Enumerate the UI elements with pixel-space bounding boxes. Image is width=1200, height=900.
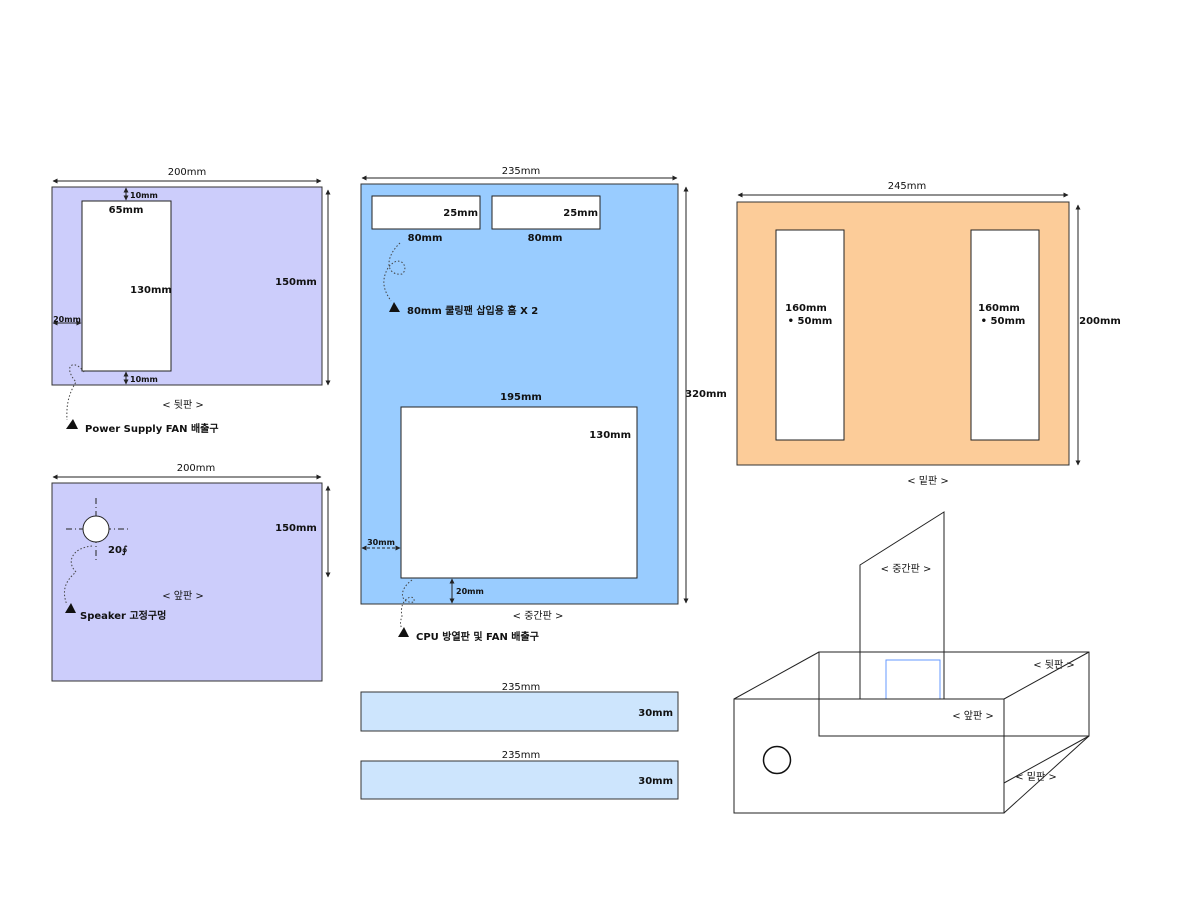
middle-panel-title: < 중간판 > [513, 610, 564, 622]
strip-height-label: 30mm [638, 776, 673, 787]
box-edge [733, 651, 820, 700]
side-strip-2: 235mm 30mm [360, 750, 679, 800]
box-edge [1003, 735, 1090, 784]
box-middle-label: < 중간판 > [881, 563, 932, 575]
back-panel-title: < 뒷판 > [162, 398, 204, 411]
strip-plate [360, 760, 679, 800]
box-front-label: < 앞판 > [952, 710, 994, 722]
middle-fan-slot [371, 195, 481, 230]
strip-height-label: 30mm [638, 708, 673, 719]
front-speaker-hole [82, 515, 110, 543]
box-bottom-label: < 밑판 > [1015, 771, 1057, 783]
strip-plate [360, 691, 679, 732]
side-strip-1: 235mm 30mm [360, 682, 679, 732]
front-width-label: 200mm [177, 463, 216, 474]
fan-slot-height-label: 25mm [563, 208, 598, 219]
back-hole-width-label: 65mm [109, 205, 144, 216]
cpu-height-label: 130mm [589, 430, 631, 441]
front-callout-text: Speaker 고정구멍 [80, 609, 166, 622]
middle-left-margin-label: 30mm [367, 538, 395, 547]
fan-callout-arrow-icon [389, 302, 400, 312]
middle-bottom-margin-label: 20mm [456, 587, 484, 596]
strip-width-label: 235mm [502, 750, 541, 761]
middle-width-label: 235mm [502, 166, 541, 177]
box-edge [1003, 735, 1090, 814]
strip-width-label: 235mm [502, 682, 541, 693]
back-height-label: 150mm [275, 277, 317, 288]
front-panel-title: < 앞판 > [162, 590, 204, 602]
cpu-callout-text: CPU 방열판 및 FAN 배출구 [416, 630, 539, 643]
box-middle-window [885, 659, 941, 700]
front-hole-label: 20∮ [108, 545, 128, 556]
cpu-vent-hole [400, 406, 638, 579]
middle-panel: 235mm 25mm 25mm 80mm 80mm 80mm 쿨링팬 삽입용 홈… [360, 166, 727, 643]
cpu-callout-arrow-icon [398, 627, 409, 637]
middle-fan-slot [491, 195, 601, 230]
bottom-slot-width-label: • 50mm [981, 316, 1026, 327]
bottom-width-label: 245mm [888, 181, 927, 192]
back-width-label: 200mm [168, 167, 207, 178]
middle-height-label: 320mm [685, 389, 727, 400]
back-hole-height-label: 130mm [130, 285, 172, 296]
back-psu-hole [81, 200, 172, 372]
front-callout-leader [63, 545, 93, 606]
back-bottom-margin-label: 10mm [130, 375, 158, 384]
fan-callout-text: 80mm 쿨링팬 삽입용 홈 X 2 [407, 304, 538, 317]
box-back-label: < 뒷판 > [1033, 658, 1075, 671]
front-panel: 200mm 20∮ 150mm < 앞판 > Speaker 고정구멍 [51, 463, 331, 682]
bottom-panel-title: < 밑판 > [907, 475, 949, 487]
bottom-slot [775, 229, 845, 441]
fan-callout-leader [383, 242, 406, 302]
box-front-panel [733, 698, 1005, 814]
back-callout-text: Power Supply FAN 배출구 [85, 422, 219, 435]
bottom-slot-width-label: • 50mm [788, 316, 833, 327]
bottom-slot-length-label: 160mm [978, 303, 1020, 314]
back-top-margin-label: 10mm [130, 191, 158, 200]
back-callout-leader [66, 364, 85, 421]
back-panel: 200mm 10mm 65mm 130mm 20mm 10mm 150mm < … [51, 167, 331, 435]
front-height-label: 150mm [275, 523, 317, 534]
fan-slot-width-label: 80mm [408, 233, 443, 244]
cpu-callout-leader [400, 579, 415, 629]
bottom-panel: 245mm 160mm • 50mm 160mm • 50mm 200mm < … [736, 181, 1121, 487]
back-callout-arrow-icon [66, 419, 78, 429]
box-edge [1003, 651, 1090, 700]
cpu-width-label: 195mm [500, 392, 542, 403]
box-speaker-hole [762, 745, 792, 775]
fan-slot-width-label: 80mm [528, 233, 563, 244]
box-middle-panel [859, 511, 945, 700]
bottom-height-label: 200mm [1079, 316, 1121, 327]
bottom-slot-length-label: 160mm [785, 303, 827, 314]
front-callout-arrow-icon [65, 603, 76, 613]
bottom-slot [970, 229, 1040, 441]
back-left-margin-label: 20mm [53, 315, 81, 324]
front-panel-plate [51, 482, 323, 682]
fan-slot-height-label: 25mm [443, 208, 478, 219]
assembled-case-3d: < 중간판 > < 뒷판 > < 앞판 > < 밑판 > [733, 511, 1090, 814]
